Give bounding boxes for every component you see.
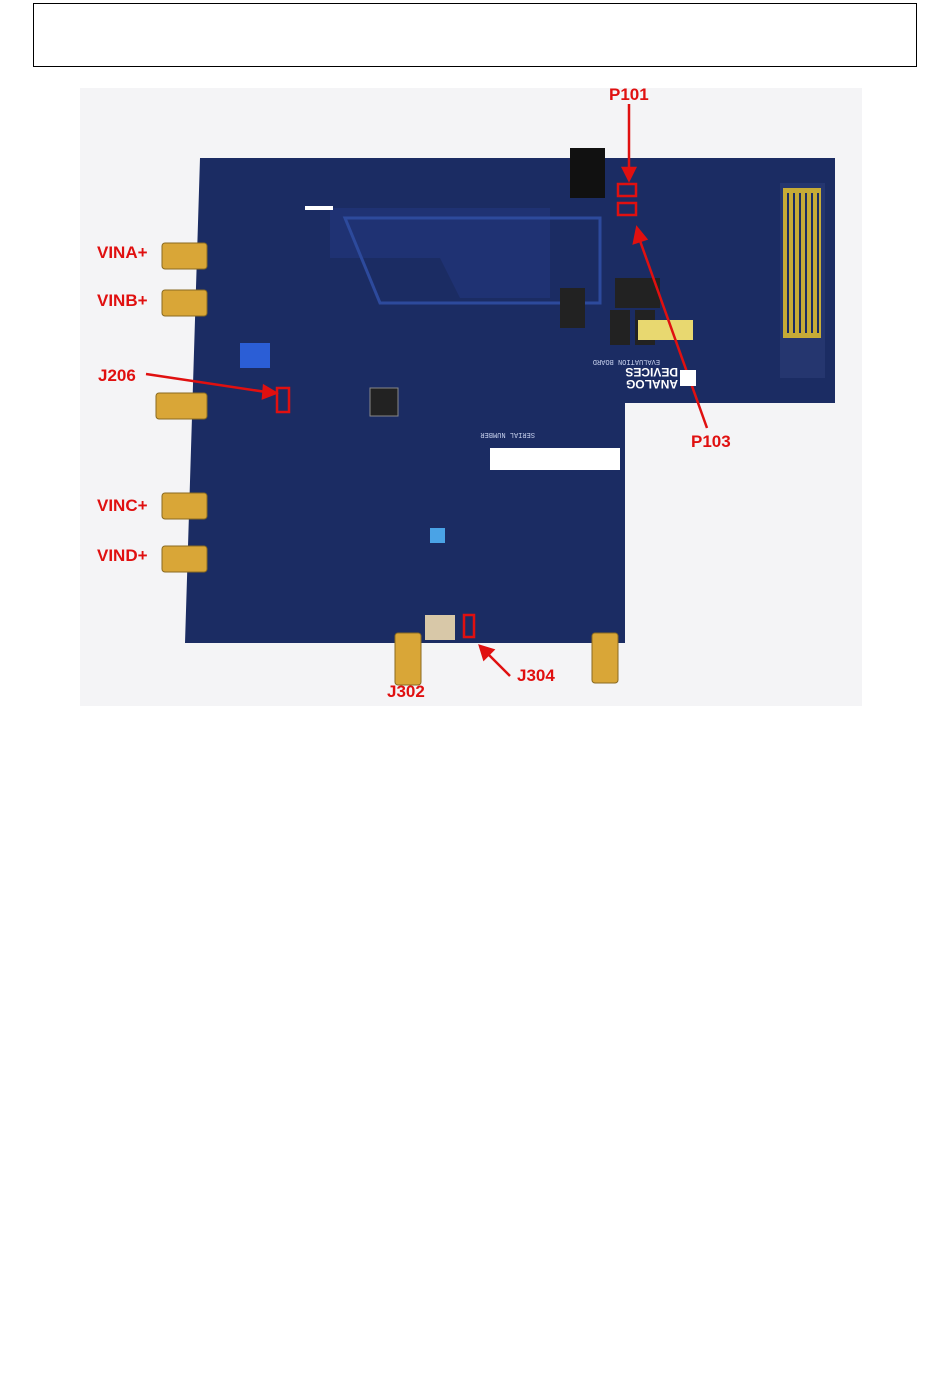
- label-vinb: VINB+: [97, 291, 148, 311]
- label-vinc: VINC+: [97, 496, 148, 516]
- board-photo: ANALOG DEVICES EVALUATION BOARD SERIAL N…: [80, 88, 862, 706]
- label-vind: VIND+: [97, 546, 148, 566]
- label-j206: J206: [98, 366, 136, 386]
- brand-line2: DEVICES: [625, 365, 678, 379]
- label-p103: P103: [691, 432, 731, 452]
- label-j304: J304: [517, 666, 555, 686]
- serial-label-silk: SERIAL NUMBER: [480, 430, 535, 438]
- label-vina: VINA+: [97, 243, 148, 263]
- label-p101: P101: [609, 85, 649, 105]
- evaluation-board-figure: ANALOG DEVICES EVALUATION BOARD SERIAL N…: [80, 88, 862, 706]
- header-box: [33, 3, 917, 67]
- label-j302: J302: [387, 682, 425, 702]
- board-name-silk: EVALUATION BOARD: [593, 357, 660, 365]
